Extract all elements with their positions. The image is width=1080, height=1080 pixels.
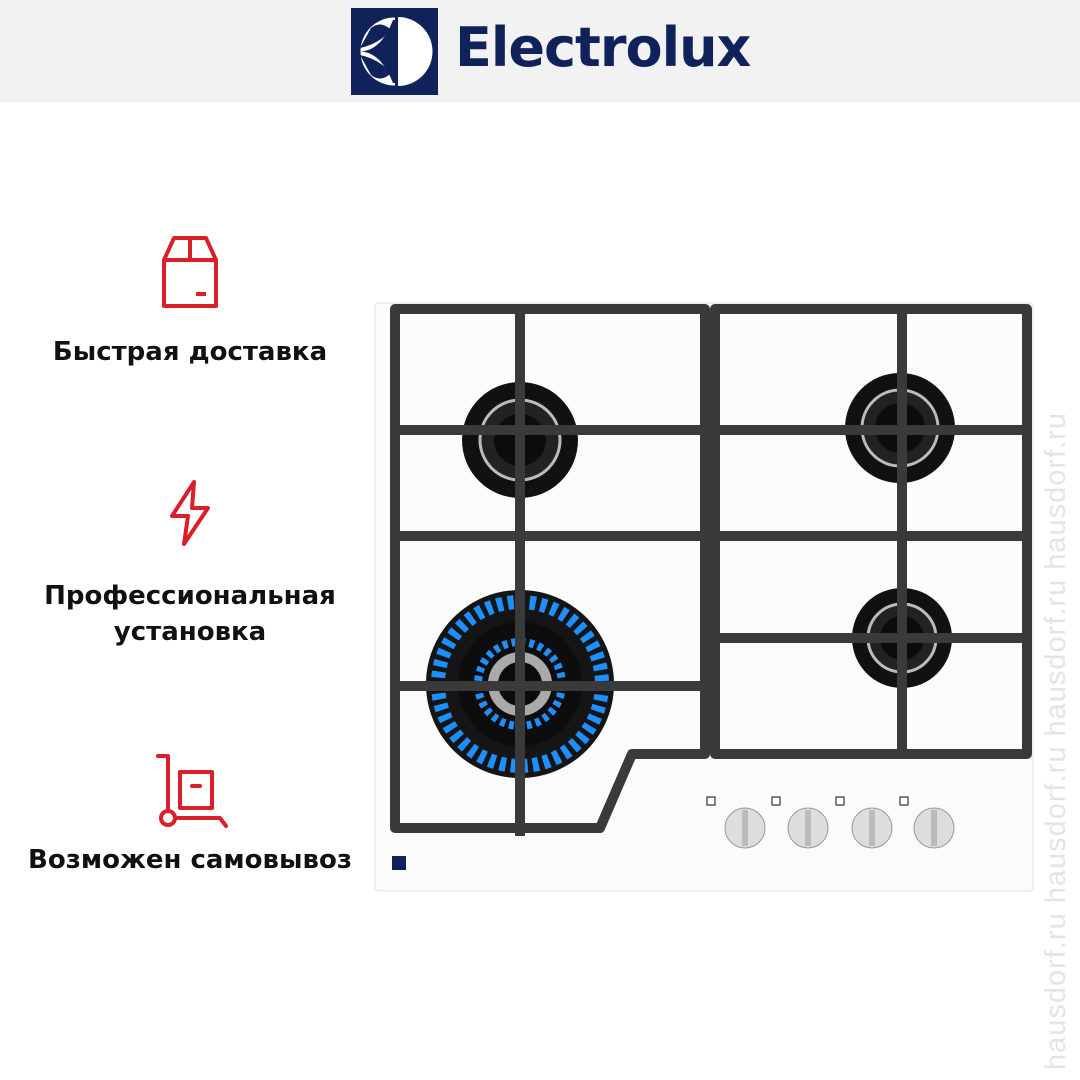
box-icon <box>162 236 218 308</box>
watermark: hausdorf.ru hausdorf.ru hausdorf.ru haus… <box>1040 412 1072 1070</box>
electrolux-logo-icon <box>351 8 438 95</box>
knob-icon <box>787 807 829 849</box>
knob-icon <box>851 807 893 849</box>
gas-hob-image <box>374 302 1034 892</box>
feature-label: Возможен самовывоз <box>28 845 352 875</box>
brand-name: Electrolux <box>455 16 751 79</box>
feature-label: Профессиональная установка <box>44 581 336 647</box>
knob-icon <box>724 807 766 849</box>
feature-fast-delivery: Быстрая доставка <box>20 232 360 370</box>
knob-icon <box>913 807 955 849</box>
feature-installation: Профессиональная установка <box>20 478 360 650</box>
header-bar: Electrolux <box>0 0 1080 102</box>
hob-brand-mark-icon <box>392 856 406 870</box>
lightning-icon <box>170 480 210 546</box>
feature-pickup: Возможен самовывоз <box>20 752 360 878</box>
feature-label: Быстрая доставка <box>52 337 328 367</box>
control-knobs <box>706 796 955 849</box>
hand-truck-icon <box>156 754 228 828</box>
